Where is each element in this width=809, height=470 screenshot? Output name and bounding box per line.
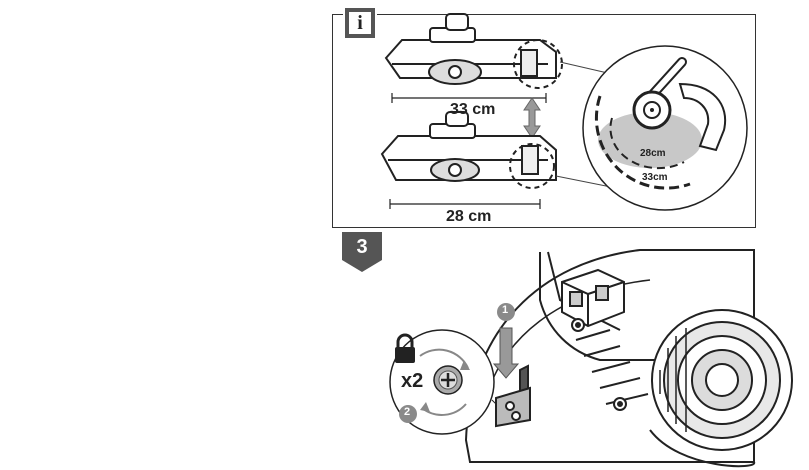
down-arrow xyxy=(492,327,520,379)
detail-highlight-bottom xyxy=(509,143,555,189)
detail-highlight-top xyxy=(513,39,563,89)
spool-head xyxy=(649,309,793,468)
info-badge: i xyxy=(343,6,377,40)
multiplier-label: x2 xyxy=(401,370,424,392)
callout-1-text: 1 xyxy=(502,304,509,316)
dimension-line-bottom xyxy=(389,199,541,209)
trimmer-guard-bottom xyxy=(380,111,557,182)
adjust-double-arrow xyxy=(523,97,541,139)
mount-block xyxy=(561,268,625,332)
housing-ribs xyxy=(575,329,649,411)
detail-magnifier xyxy=(582,45,748,211)
phillips-screw-icon xyxy=(433,365,463,395)
detail-outer-label: 33cm xyxy=(642,172,668,183)
bottom-width-label: 28 cm xyxy=(446,208,492,225)
callout-2-badge xyxy=(399,405,417,423)
callout-2-text: 2 xyxy=(404,406,411,418)
detail-inner-label: 28cm xyxy=(640,148,666,159)
dimension-line-top xyxy=(391,93,547,103)
guard-blade xyxy=(495,364,531,428)
step-number-badge: 3 xyxy=(342,232,382,272)
top-width-label: 33 cm xyxy=(450,101,496,118)
info-icon: i xyxy=(349,12,371,34)
padlock-icon xyxy=(395,333,415,363)
callout-1-badge xyxy=(497,303,515,321)
step-number: 3 xyxy=(356,236,368,258)
trimmer-guard-top xyxy=(384,13,557,85)
